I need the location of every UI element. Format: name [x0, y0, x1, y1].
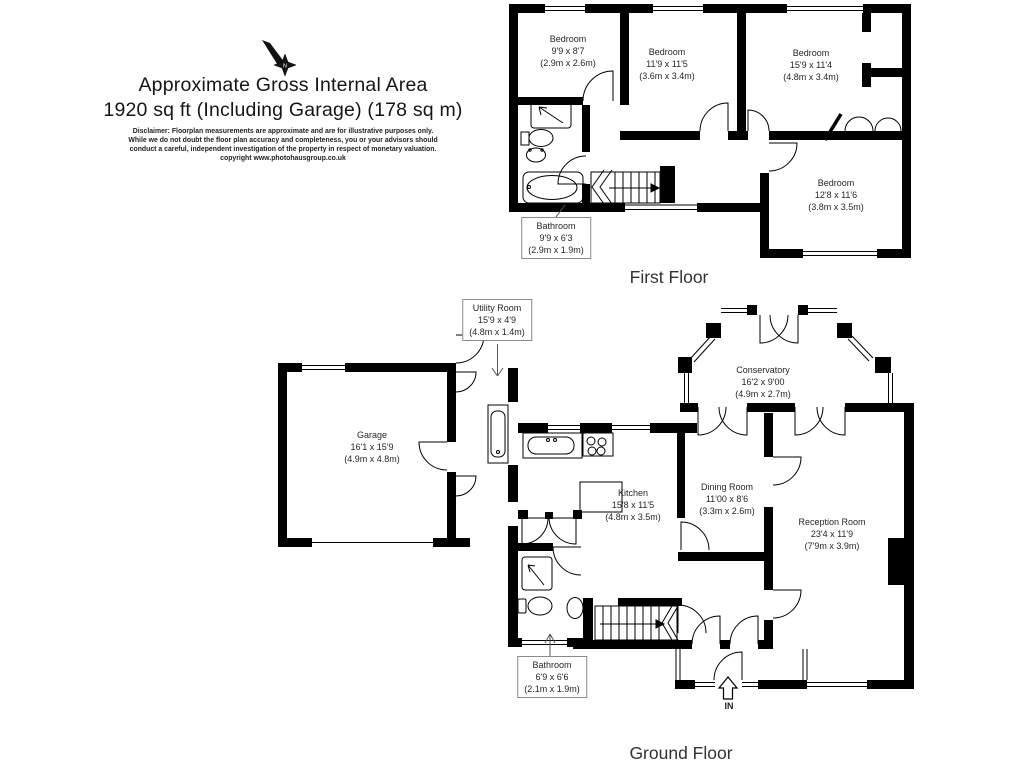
- sink-icon: [526, 147, 546, 163]
- ground-floor-plan: [278, 305, 914, 700]
- first-floor-bathroom-fixtures: [520, 100, 584, 204]
- first-floor-walls: [509, 4, 911, 258]
- disclaimer-line: copyright www.photohausgroup.co.uk: [220, 155, 346, 162]
- room-label-bedroom-1: Bedroom 9'9 x 8'7 (2.9m x 2.6m): [540, 34, 596, 68]
- room-label-utility: Utility Room 15'9 x 4'9 (4.8m x 1.4m): [462, 299, 532, 341]
- stairs-direction-arrow-icon: [655, 619, 666, 629]
- shower-icon: [530, 100, 572, 129]
- bathtub-icon: [522, 171, 584, 204]
- room-label-first-bathroom: Bathroom 9'9 x 6'3 (2.9m x 1.9m): [521, 217, 591, 259]
- first-floor-caption: First Floor: [629, 267, 709, 287]
- ground-floor-doors: [418, 314, 846, 681]
- disclaimer-line: Disclaimer: Floorplan measurements are a…: [132, 128, 434, 135]
- wardrobe-open-door: [823, 113, 843, 141]
- kitchen-sink-icon: [527, 436, 575, 455]
- basin-icon: [566, 597, 584, 619]
- hob-icon: [582, 432, 614, 457]
- page-title-line2: 1920 sq ft (Including Garage) (178 sq m): [103, 99, 463, 121]
- room-label-ground-bathroom: Bathroom 6'9 x 6'6 (2.1m x 1.9m): [517, 656, 587, 698]
- disclaimer-line: While we do not doubt the floor plan acc…: [128, 137, 438, 144]
- kitchen-island-icon: [579, 481, 623, 513]
- ground-floor-stairs: [594, 605, 679, 641]
- shower-icon: [521, 556, 553, 591]
- compass-north-label: N: [283, 64, 287, 70]
- first-floor-windows: [545, 6, 877, 256]
- room-label-conservatory: Conservatory 16'2 x 9'00 (4.9m x 2.7m): [735, 365, 791, 399]
- entrance-in-label: IN: [724, 701, 734, 711]
- north-arrow-icon: N: [262, 40, 297, 77]
- first-floor-doors: [557, 70, 902, 185]
- entrance-in-arrow-icon: [717, 676, 739, 700]
- ground-floor-caption: Ground Floor: [629, 743, 733, 763]
- label-leaders: [491, 344, 556, 656]
- room-label-bedroom-4: Bedroom 12'8 x 11'6 (3.8m x 3.5m): [808, 178, 864, 212]
- disclaimer-line: conduct a careful, independent investiga…: [129, 146, 437, 153]
- room-label-kitchen: Kitchen 15'8 x 11'5 (4.8m x 3.5m): [605, 488, 661, 522]
- room-label-dining: Dining Room 11'00 x 8'6 (3.3m x 2.6m): [699, 482, 755, 516]
- kitchen-fixtures: [522, 432, 623, 513]
- ground-floor-walls: [278, 305, 914, 689]
- ground-bathroom-fixtures: [517, 556, 584, 619]
- room-label-bedroom-3: Bedroom 15'9 x 11'4 (4.8m x 3.4m): [783, 48, 839, 82]
- room-label-garage: Garage 16'1 x 15'9 (4.9m x 4.8m): [344, 430, 400, 464]
- toilet-cistern-icon: [517, 598, 527, 614]
- utility-fixtures: [487, 404, 509, 464]
- bathroom-label-leader: [555, 204, 566, 218]
- first-floor-stairs: [590, 169, 661, 205]
- stairs-direction-arrow-icon: [650, 183, 661, 193]
- toilet-icon: [528, 129, 554, 147]
- first-floor-plan: [509, 4, 911, 258]
- room-label-bedroom-2: Bedroom 11'9 x 11'5 (3.6m x 3.4m): [639, 47, 695, 81]
- page-title-line1: Approximate Gross Internal Area: [138, 74, 428, 96]
- toilet-icon: [527, 596, 553, 616]
- ground-floor-windows: [302, 308, 893, 687]
- utility-sink-icon: [490, 410, 506, 458]
- toilet-cistern-icon: [520, 131, 530, 146]
- room-label-reception: Reception Room 23'4 x 11'9 (7'9m x 3.9m): [798, 517, 866, 551]
